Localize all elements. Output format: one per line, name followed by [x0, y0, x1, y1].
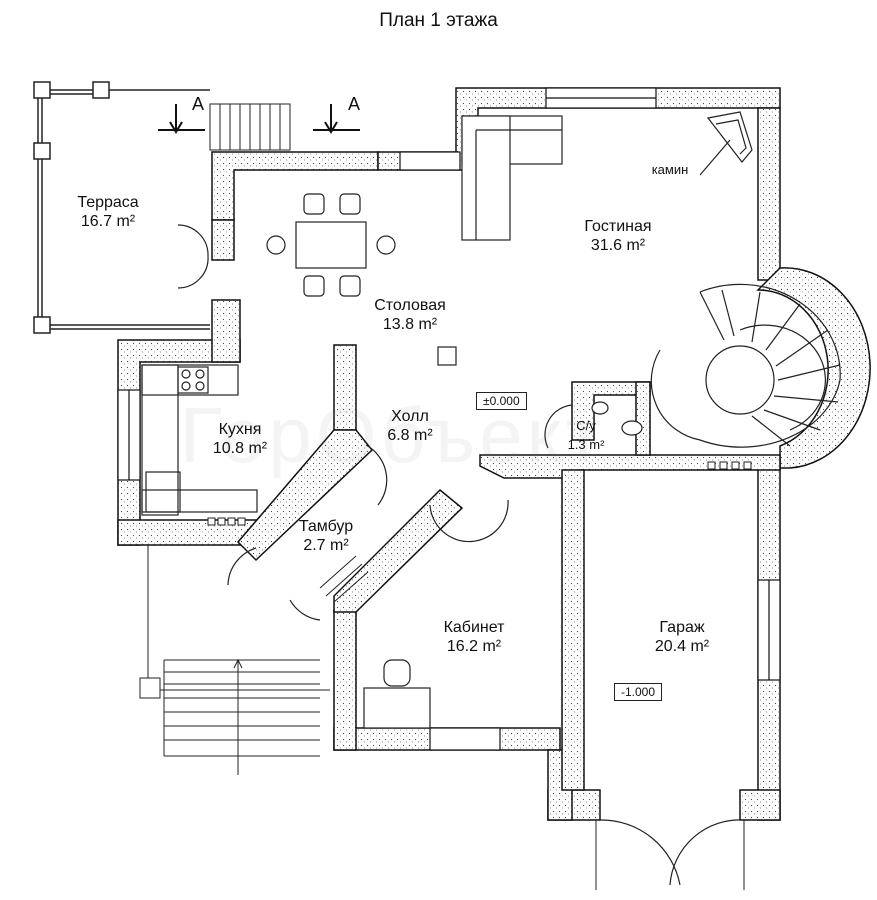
- room-area: 1.3 m²: [567, 437, 605, 452]
- room-living: Гостиная 31.6 m²: [558, 217, 678, 255]
- plan-title: План 1 этажа: [379, 10, 498, 31]
- room-tambour: Тамбур 2.7 m²: [276, 517, 376, 555]
- room-kitchen: Кухня 10.8 m²: [180, 420, 300, 458]
- room-name: Гараж: [659, 619, 705, 636]
- room-wc: С/у 1.3 m²: [546, 416, 626, 454]
- garage-threshold: [595, 820, 745, 890]
- room-hall: Холл 6.8 m²: [350, 407, 470, 445]
- room-area: 16.7 m²: [80, 213, 136, 230]
- room-area: 10.8 m²: [212, 440, 268, 457]
- section-marker-right: А: [348, 94, 361, 114]
- room-name: Столовая: [374, 297, 446, 314]
- room-name: Кабинет: [443, 619, 505, 636]
- room-area: 6.8 m²: [387, 427, 433, 444]
- spiral-stair: [650, 283, 841, 448]
- radiators: [207, 461, 752, 526]
- section-markers: [158, 104, 360, 134]
- room-area: 31.6 m²: [590, 237, 646, 254]
- room-name: Кухня: [218, 421, 262, 438]
- interior-walls: [236, 344, 781, 791]
- room-area: 16.2 m²: [446, 638, 502, 655]
- fireplace: [699, 111, 753, 176]
- sofa: [461, 115, 563, 241]
- room-area: 2.7 m²: [303, 537, 349, 554]
- kitchen-furniture: [141, 364, 258, 516]
- entrance-stairs: [139, 545, 330, 775]
- tambour-stair: [319, 555, 369, 603]
- room-name: Холл: [391, 408, 429, 425]
- room-terrace: Терраса 16.7 m²: [48, 193, 168, 231]
- fireplace-label: камин: [651, 162, 689, 177]
- room-area: 13.8 m²: [382, 316, 438, 333]
- watermark: ГорОбъект: [180, 391, 606, 479]
- windows: [117, 87, 781, 751]
- level-garage: -1.000: [614, 683, 663, 701]
- doors: [177, 224, 745, 886]
- room-name: Терраса: [77, 194, 139, 211]
- room-name: Тамбур: [298, 518, 354, 535]
- room-name: С/у: [576, 418, 596, 433]
- room-cabinet: Кабинет 16.2 m²: [414, 618, 534, 656]
- desk: [363, 659, 431, 729]
- room-garage: Гараж 20.4 m²: [622, 618, 742, 656]
- room-dining: Столовая 13.8 m²: [350, 296, 470, 334]
- room-name: Гостиная: [584, 218, 652, 235]
- terrace: [33, 81, 210, 334]
- section-marker-left: А: [192, 94, 205, 114]
- room-area: 20.4 m²: [654, 638, 710, 655]
- dining-set: [266, 193, 457, 366]
- level-main: ±0.000: [476, 392, 527, 410]
- wc-fixtures: [591, 401, 643, 436]
- terrace-stairs: [209, 103, 291, 151]
